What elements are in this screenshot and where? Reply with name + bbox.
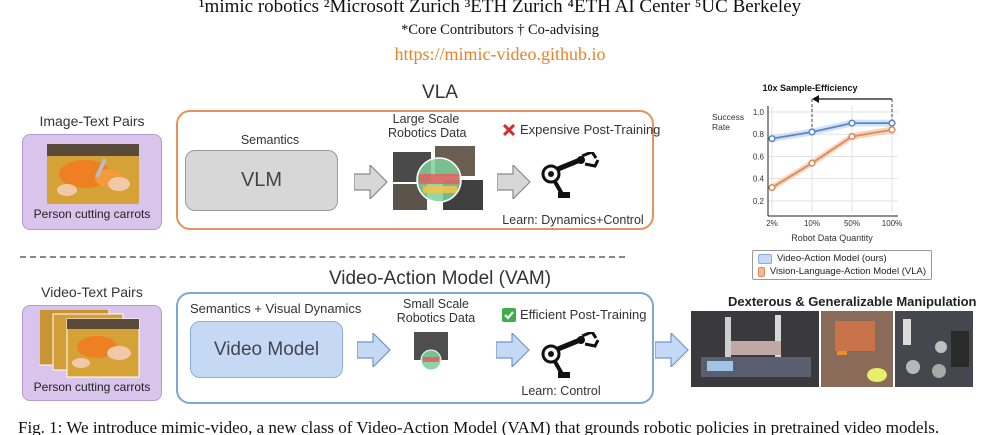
vam-learn-label: Learn: Control — [521, 384, 601, 398]
image-text-panel: Person cutting carrots — [22, 134, 162, 230]
y-tick-label: 0.4 — [753, 175, 765, 184]
cross-mark-icon — [502, 123, 516, 137]
affiliations: ¹mimic robotics ²Microsoft Zurich ³ETH Z… — [198, 0, 802, 17]
small-robotics-data-image — [414, 332, 448, 371]
robotics-data-collage — [393, 146, 483, 210]
video-model-block: Video Model — [190, 321, 343, 378]
large-scale-line2: Robotics Data — [388, 126, 467, 140]
vla-title: VLA — [422, 82, 458, 103]
video-text-pairs-label: Video-Text Pairs — [41, 284, 143, 300]
chart-legend: Video-Action Model (ours) Vision-Languag… — [752, 250, 932, 280]
efficiency-arrow-head — [812, 95, 819, 103]
legend-swatch-vla — [758, 266, 765, 277]
manipulation-images — [691, 311, 973, 387]
y-tick-label: 0.6 — [753, 152, 765, 161]
small-scale-line2: Robotics Data — [396, 311, 476, 325]
data-point-vam — [848, 119, 856, 127]
x-tick-label: 100% — [882, 219, 902, 228]
project-link[interactable]: https://mimic-video.github.io — [394, 44, 606, 64]
data-point-vam — [888, 119, 896, 127]
legend-label-vla: Vision-Language-Action Model (VLA) — [769, 266, 926, 277]
robot-arm-icon — [541, 332, 600, 378]
arrow-right-icon — [496, 333, 530, 367]
video-caption: Person cutting carrots — [33, 380, 151, 394]
x-axis-label: Robot Data Quantity — [791, 233, 873, 243]
contributors-note: *Core Contributors † Co-advising — [401, 22, 599, 38]
vlm-label: VLM — [240, 169, 283, 191]
y-axis-label-line1: Success — [712, 112, 744, 122]
series-band-vla — [772, 126, 892, 191]
legend-swatch-vam — [758, 253, 772, 264]
robot-arm-icon — [541, 152, 600, 198]
legend-label-vam: Video-Action Model (ours) — [777, 253, 887, 264]
arrow-right-icon — [655, 333, 689, 367]
y-tick-label: 0.8 — [753, 130, 765, 139]
small-scale-data-label: Small Scale Robotics Data — [396, 297, 476, 325]
y-tick-label: 0.2 — [753, 197, 765, 206]
series-line-vam — [771, 122, 892, 140]
arrow-right-icon — [497, 165, 531, 199]
large-scale-data-label: Large Scale Robotics Data — [388, 112, 467, 140]
vla-semantics-label: Semantics — [240, 133, 300, 147]
arrow-right-icon — [357, 333, 391, 367]
image-caption: Person cutting carrots — [33, 207, 151, 221]
data-point-vla — [768, 183, 776, 192]
vam-title: Video-Action Model (VAM) — [328, 268, 552, 289]
checkmark-icon — [502, 308, 516, 322]
data-point-vla — [888, 126, 896, 134]
data-point-vla — [808, 159, 816, 167]
carrot-cutting-image — [47, 144, 139, 204]
small-scale-line1: Small Scale — [403, 297, 469, 311]
arrow-right-icon — [354, 165, 388, 199]
y-tick-label: 1.0 — [753, 108, 765, 117]
manipulation-title: Dexterous & Generalizable Manipulation — [728, 294, 977, 309]
vam-semantics-label: Semantics + Visual Dynamics — [190, 301, 362, 316]
efficient-post-training: Efficient Post-Training — [520, 307, 647, 322]
data-point-vla — [848, 132, 856, 141]
expensive-post-training: Expensive Post-Training — [520, 122, 661, 137]
series-band-vam — [772, 119, 892, 142]
video-frames-image — [39, 309, 140, 378]
x-tick-label: 2% — [766, 219, 778, 228]
series-line-vla — [771, 128, 893, 189]
chart-title: 10x Sample-Efficiency — [762, 83, 857, 93]
large-scale-line1: Large Scale — [392, 112, 460, 126]
data-point-vam — [768, 135, 776, 143]
x-tick-label: 10% — [804, 219, 820, 228]
video-model-label: Video Model — [213, 338, 320, 360]
video-text-panel: Person cutting carrots — [22, 305, 162, 401]
vlm-block: VLM — [185, 150, 338, 211]
sample-efficiency-chart: 0.2 0.4 0.6 0.8 1.0 2% 10% 50% 100% SuccessRateRo… — [712, 83, 902, 243]
x-tick-label: 50% — [844, 219, 860, 228]
y-axis-label-line2: Rate — [712, 122, 730, 132]
section-divider — [20, 256, 625, 258]
legend-item-vam: Video-Action Model (ours) — [758, 253, 926, 264]
legend-item-vla: Vision-Language-Action Model (VLA) — [758, 266, 926, 277]
image-text-pairs-label: Image-Text Pairs — [39, 113, 145, 129]
vla-learn-label: Learn: Dynamics+Control — [502, 213, 644, 227]
figure-caption: Fig. 1: We introduce mimic-video, a new … — [18, 418, 940, 435]
data-point-vam — [808, 128, 816, 136]
